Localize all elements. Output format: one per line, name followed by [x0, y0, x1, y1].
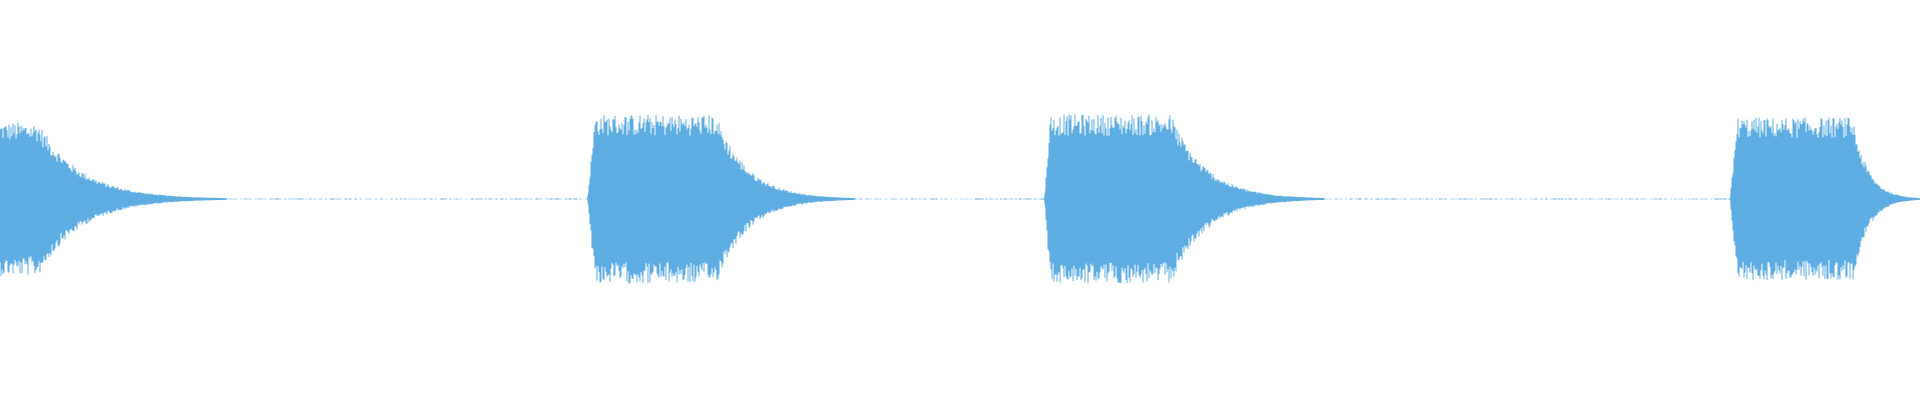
- waveform-view[interactable]: [0, 0, 1920, 400]
- audio-waveform[interactable]: [0, 0, 1920, 400]
